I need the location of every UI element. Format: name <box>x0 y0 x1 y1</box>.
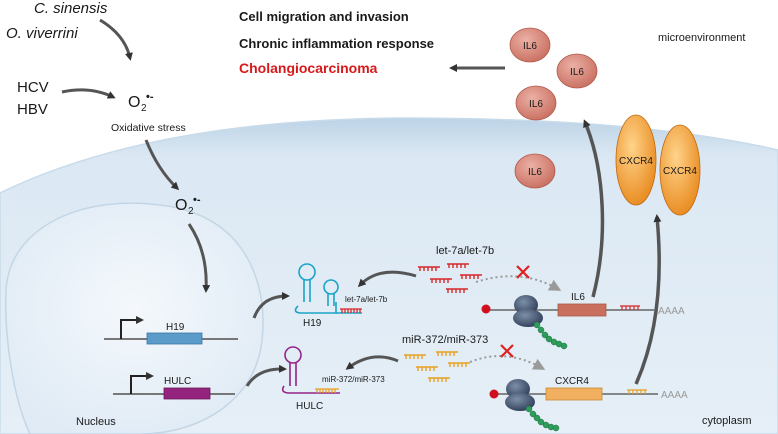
h19-export-arrow <box>252 292 290 319</box>
il6-molecule-1: IL6 <box>509 27 551 63</box>
mir372-to-hulc-arrow <box>345 355 399 370</box>
superoxide-subscript-2: 2 <box>188 206 194 217</box>
cxcr4-polya-label: AAAA <box>661 390 688 401</box>
il6-label: IL6 <box>528 167 542 178</box>
il6-molecule-2: IL6 <box>556 53 598 89</box>
cxcr4-mrna-label: CXCR4 <box>555 376 589 387</box>
hulc-lncrna-label: HULC <box>296 401 323 412</box>
cxcr4-trafficking-arrow <box>634 214 662 385</box>
superoxide-superscript-2: •- <box>193 194 201 206</box>
microenvironment-label: microenvironment <box>658 32 745 44</box>
o-viverrini-label: O. viverrini <box>6 25 78 42</box>
superoxide-superscript: •- <box>146 91 154 103</box>
mir372-inhibition-x <box>500 344 514 358</box>
hulc-lncrna <box>281 346 340 394</box>
il6-mrna-label: IL6 <box>571 292 585 303</box>
mir372-mirna-pool <box>404 351 470 382</box>
oxidative-stress-label: Oxidative stress <box>111 122 186 134</box>
let7-to-h19-arrow <box>357 270 417 288</box>
let7-mirna-pool <box>418 263 482 293</box>
pathogen-arrow-2 <box>61 88 116 99</box>
nucleus-arrow <box>187 223 211 293</box>
hulc-gene-label: HULC <box>164 376 191 387</box>
hulc-bound-label: miR-372/miR-373 <box>322 375 385 384</box>
nucleus <box>4 202 264 434</box>
hbv-label: HBV <box>17 101 48 118</box>
hcv-label: HCV <box>17 79 49 96</box>
il6-molecule-3: IL6 <box>515 85 557 121</box>
h19-gene: H19 <box>104 316 238 345</box>
stress-arrow <box>144 139 180 191</box>
cxcr4-peptide-chain <box>525 405 560 432</box>
h19-bound-let7 <box>340 308 362 313</box>
superoxide-cell: O 2 •- <box>175 194 201 217</box>
h19-gene-label: H19 <box>166 322 185 333</box>
mir372-pool-label: miR-372/miR-373 <box>402 334 488 346</box>
superoxide-symbol-2: O <box>175 197 187 214</box>
il6-molecule-4: IL6 <box>514 153 556 189</box>
cxcr4-receptor-1: CXCR4 <box>615 114 657 206</box>
c-sinensis-label: C. sinensis <box>34 0 108 17</box>
superoxide-subscript: 2 <box>141 103 147 114</box>
h19-lncrna <box>294 263 362 314</box>
cxcr4-receptor-2: CXCR4 <box>659 124 701 216</box>
il6-mrna: IL6 AAAA <box>481 292 685 317</box>
hulc-gene: HULC <box>113 372 235 400</box>
il6-polya-label: AAAA <box>658 306 685 317</box>
il6-peptide-chain <box>533 321 568 350</box>
h19-bound-label: let-7a/let-7b <box>345 295 388 304</box>
il6-label: IL6 <box>529 99 543 110</box>
mir372-to-cxcr4-arrow <box>469 355 546 370</box>
cxcr4-label: CXCR4 <box>663 166 697 177</box>
il6-mirna-site <box>620 305 640 310</box>
hulc-bound-mir372 <box>315 388 339 393</box>
superoxide-top: O 2 •- <box>128 91 154 114</box>
outcome-migration: Cell migration and invasion <box>239 9 409 24</box>
il6-label: IL6 <box>570 67 584 78</box>
let7-inhibition-x <box>516 265 530 279</box>
h19-lncrna-label: H19 <box>303 318 322 329</box>
il6-secretion-arrow <box>583 119 605 298</box>
nucleus-label: Nucleus <box>76 416 116 428</box>
pathogen-arrow-1 <box>99 18 133 61</box>
superoxide-symbol: O <box>128 94 140 111</box>
cytoplasm-label: cytoplasm <box>702 415 752 427</box>
outcome-inflammation: Chronic inflammation response <box>239 36 434 51</box>
cxcr4-label: CXCR4 <box>619 156 653 167</box>
outcome-cholangiocarcinoma: Cholangiocarcinoma <box>239 60 378 76</box>
il6-label: IL6 <box>523 41 537 52</box>
hulc-export-arrow <box>245 364 287 387</box>
cxcr4-mirna-site <box>627 389 647 394</box>
let7-pool-label: let-7a/let-7b <box>436 245 494 257</box>
